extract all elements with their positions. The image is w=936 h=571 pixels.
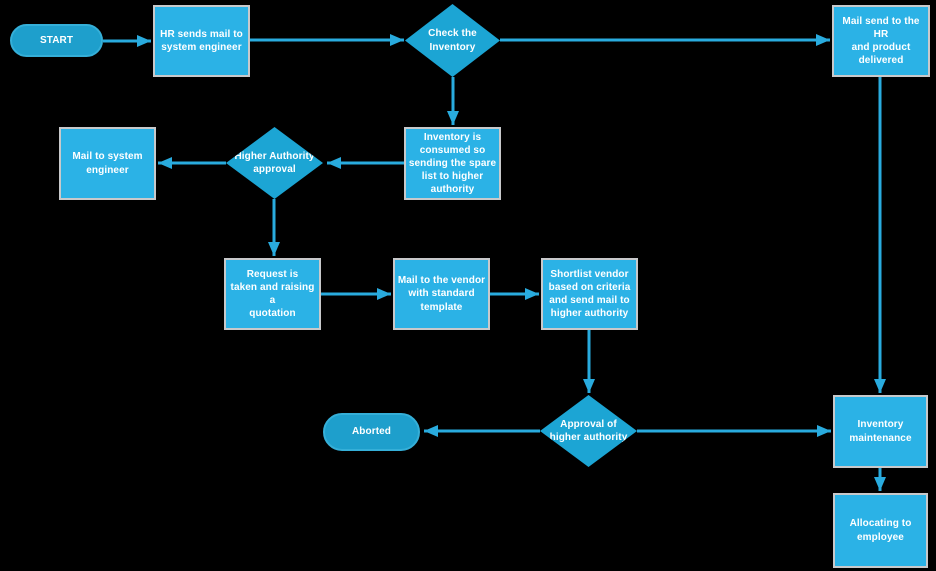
- node-mail-to-system-engineer[interactable]: Mail to system engineer: [59, 127, 156, 200]
- node-shortlist-vendor[interactable]: Shortlist vendor based on criteria and s…: [541, 258, 638, 330]
- node-hr-sends-mail[interactable]: HR sends mail to system engineer: [153, 5, 250, 77]
- node-request-quotation[interactable]: Request is taken and raising a quotation: [224, 258, 321, 330]
- node-aborted-terminator[interactable]: Aborted: [323, 413, 420, 451]
- node-allocating-to-employee[interactable]: Allocating to employee: [833, 493, 928, 568]
- node-mail-to-vendor[interactable]: Mail to the vendor with standard templat…: [393, 258, 490, 330]
- node-higher-authority-approval-decision[interactable]: Higher Authority approval: [226, 127, 323, 199]
- node-inventory-consumed[interactable]: Inventory is consumed so sending the spa…: [404, 127, 501, 200]
- node-check-inventory-decision[interactable]: Check the Inventory: [405, 4, 500, 77]
- node-inventory-maintenance[interactable]: Inventory maintenance: [833, 395, 928, 468]
- node-approval-higher-authority-decision[interactable]: Approval of higher authority: [540, 395, 637, 467]
- node-mail-send-hr-product-delivered[interactable]: Mail send to the HR and product delivere…: [832, 5, 930, 77]
- node-start-terminator[interactable]: START: [10, 24, 103, 57]
